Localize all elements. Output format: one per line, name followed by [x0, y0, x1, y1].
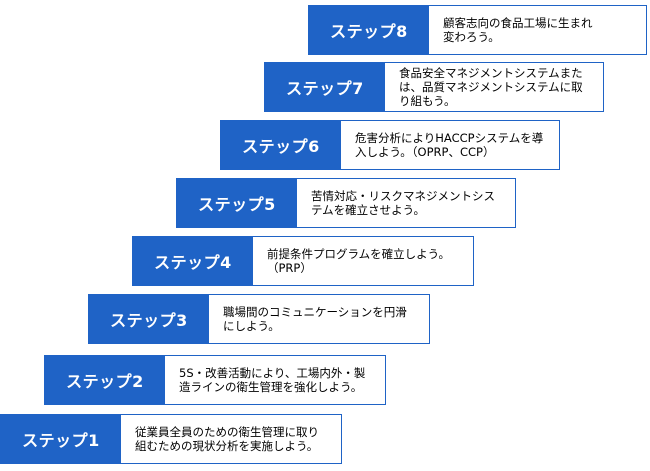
step-6-description: 危害分析によりHACCPシステムを導 入しよう。（OPRP、CCP） [355, 131, 544, 159]
step-3-label: ステップ3 [89, 295, 209, 343]
step-7: ステップ7 食品安全マネジメントシステムまた は、品質マネジメントシステムに取 … [264, 62, 604, 112]
step-1-description: 従業員全員のための衛生管理に取り 組むための現状分析を実施しよう。 [135, 425, 319, 453]
step-8: ステップ8 顧客志向の食品工場に生まれ 変わろう。 [308, 5, 647, 55]
step-8-label: ステップ8 [309, 6, 429, 54]
step-6-label: ステップ6 [221, 121, 341, 169]
step-5: ステップ5 苦情対応・リスクマネジメントシス テムを確立させよう。 [176, 178, 516, 228]
step-3: ステップ3 職場間のコミュニケーションを円滑 にしよう。 [88, 294, 430, 344]
step-2: ステップ2 5S・改善活動により、工場内外・製 造ラインの衛生管理を強化しよう。 [44, 355, 386, 405]
step-5-description: 苦情対応・リスクマネジメントシス テムを確立させよう。 [311, 189, 495, 217]
step-7-description: 食品安全マネジメントシステムまた は、品質マネジメントシステムに取 り組もう。 [399, 66, 583, 108]
step-2-description: 5S・改善活動により、工場内外・製 造ラインの衛生管理を強化しよう。 [179, 366, 366, 394]
step-4: ステップ4 前提条件プログラムを確立しよう。 （PRP） [132, 236, 474, 286]
step-6: ステップ6 危害分析によりHACCPシステムを導 入しよう。（OPRP、CCP） [220, 120, 560, 170]
step-2-label: ステップ2 [45, 356, 165, 404]
step-1: ステップ1 従業員全員のための衛生管理に取り 組むための現状分析を実施しよう。 [0, 414, 342, 464]
step-1-label: ステップ1 [1, 415, 121, 463]
step-7-label: ステップ7 [265, 63, 385, 111]
step-3-description: 職場間のコミュニケーションを円滑 にしよう。 [223, 305, 407, 333]
step-8-description: 顧客志向の食品工場に生まれ 変わろう。 [443, 16, 593, 44]
step-4-label: ステップ4 [133, 237, 253, 285]
step-5-label: ステップ5 [177, 179, 297, 227]
step-4-description: 前提条件プログラムを確立しよう。 （PRP） [267, 247, 450, 275]
